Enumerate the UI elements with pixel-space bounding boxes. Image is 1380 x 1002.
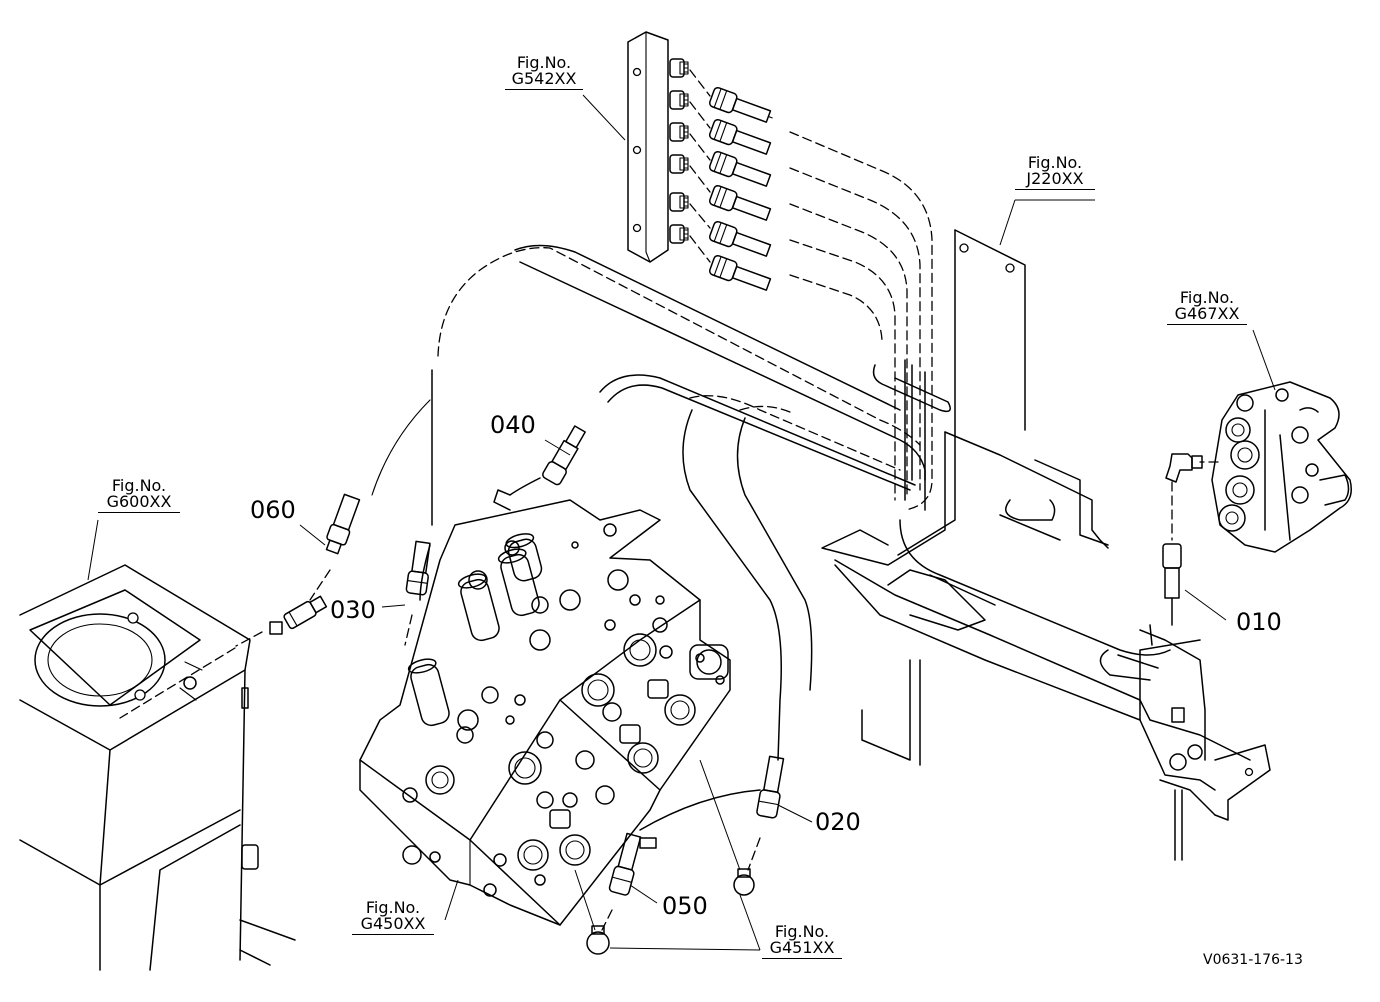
fig-ref-g450xx: Fig.No. G450XX [352,900,434,935]
manifold-port-fittings [669,58,689,244]
hose-fitting-040 [493,425,586,511]
valve-spool-caps [407,533,629,744]
long-hoses [371,244,926,831]
part-number-030: 030 [330,596,376,624]
straight-adaptors [586,868,755,955]
fig-ref-g467xx-prefix: Fig.No. [1179,288,1235,307]
fig-ref-g600xx-code: G600XX [98,494,180,513]
control-valve-assembly [359,499,731,926]
fig-ref-g600xx: Fig.No. G600XX [98,478,180,513]
mounting-bracket [821,229,1271,861]
drawing-code: V0631-176-13 [1203,952,1303,968]
hose-fitting-060 [309,493,361,601]
fig-ref-g542xx: Fig.No. G542XX [505,55,583,90]
part-number-040: 040 [490,411,536,439]
part-number-010: 010 [1236,608,1282,636]
swing-base-housing [19,564,296,971]
fig-ref-g600xx-prefix: Fig.No. [111,476,167,495]
hose-fitting-050 [601,832,642,931]
fig-ref-g450xx-prefix: Fig.No. [365,898,421,917]
hose-fitting-030 [404,540,431,646]
elbow-adaptor [235,595,328,647]
fig-ref-g451xx-code: G451XX [762,940,842,959]
pilot-manifold-block [627,31,711,263]
fig-ref-g467xx: Fig.No. G467XX [1167,290,1247,325]
part-number-050: 050 [662,892,708,920]
pilot-hose-bundle [789,131,951,511]
part-number-060: 060 [250,496,296,524]
leader-lines [87,94,1276,951]
fig-ref-g467xx-code: G467XX [1167,306,1247,325]
fig-ref-g451xx: Fig.No. G451XX [762,924,842,959]
fig-ref-g542xx-code: G542XX [505,71,583,90]
hose-fitting-010 [1162,453,1203,626]
fig-ref-j220xx-prefix: Fig.No. [1027,153,1083,172]
part-number-020: 020 [815,808,861,836]
valve-ports [402,523,729,897]
fig-ref-j220xx: Fig.No. J220XX [1015,155,1095,190]
fig-ref-g451xx-prefix: Fig.No. [774,922,830,941]
fig-ref-g542xx-prefix: Fig.No. [516,53,572,72]
hose-fitting-020 [747,755,785,871]
pilot-hose-end-fittings [708,86,773,291]
fig-ref-j220xx-code: J220XX [1015,171,1095,190]
auxiliary-valve-block [1199,381,1352,553]
fig-ref-g450xx-code: G450XX [352,916,434,935]
